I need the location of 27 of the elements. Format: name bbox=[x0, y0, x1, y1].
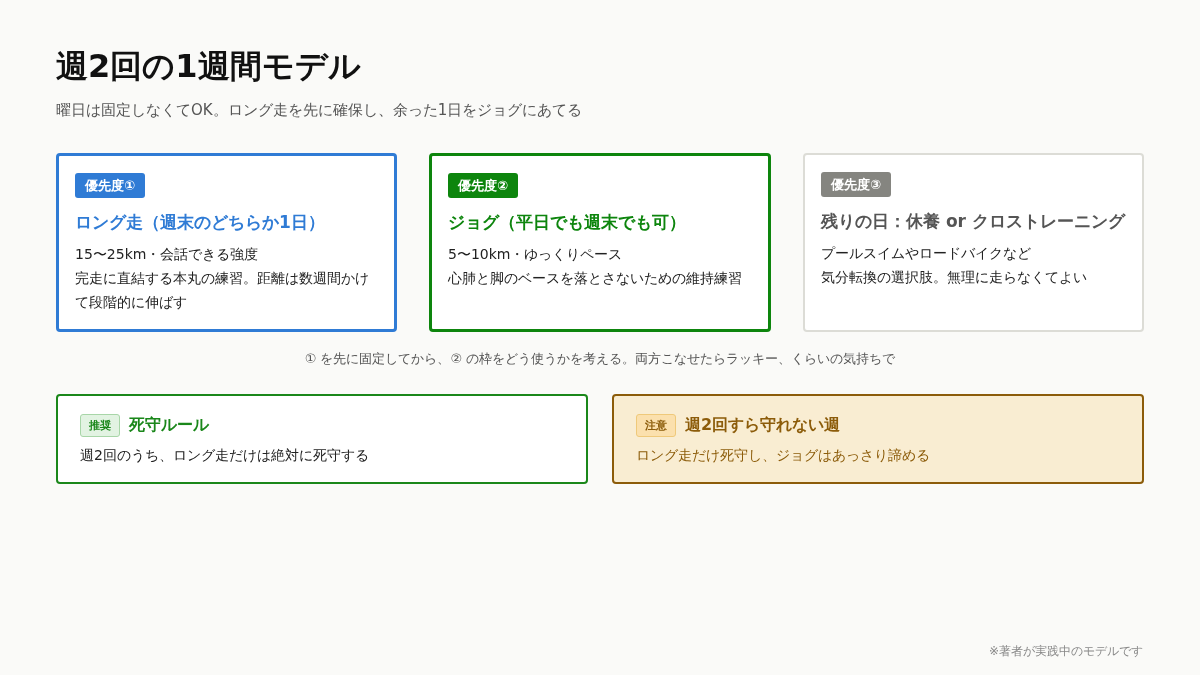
priority-badge: 優先度③ bbox=[821, 172, 891, 197]
card-text: プールスイムやロードバイクなど bbox=[821, 244, 1032, 263]
footnote: ※著者が実践中のモデルです bbox=[988, 643, 1143, 660]
tag-badge: 注意 bbox=[636, 413, 676, 437]
card-text: 5〜10km・ゆっくりペース bbox=[448, 245, 624, 264]
card-text: 週2回のうち、ロング走だけは絶対に死守する bbox=[80, 446, 370, 465]
card bbox=[429, 153, 771, 332]
subtitle: 曜日は固定しなくてOK。ロング走を先に確保し、余った1日をジョグにあてる bbox=[56, 100, 583, 121]
rule-card bbox=[56, 394, 588, 484]
card-text: 気分転換の選択肢。無理に走らなくてよい bbox=[821, 268, 1088, 287]
card-heading: ロング走（週末のどちらか1日） bbox=[75, 211, 326, 234]
card bbox=[56, 153, 397, 332]
card-text: 15〜25km・会話できる強度 bbox=[75, 245, 260, 264]
card-text: 完走に直結する本丸の練習。距離は数週間かけて段階的に伸ばす bbox=[75, 269, 370, 312]
card-heading: 残りの日：休養 or クロストレーニング bbox=[821, 210, 1126, 233]
tag-badge: 推奨 bbox=[80, 413, 120, 437]
card-heading: ジョグ（平日でも週末でも可） bbox=[448, 211, 687, 234]
card-heading: 週2回すら守れない週 bbox=[685, 414, 841, 436]
card-text: ロング走だけ死守し、ジョグはあっさり諦める bbox=[636, 446, 931, 465]
priority-badge: 優先度① bbox=[75, 173, 145, 198]
note-text: ① を先に固定してから、② の枠をどう使うかを考える。両方こなせたらラッキー、くらいの気持ちで bbox=[303, 350, 897, 368]
card-heading: 死守ルール bbox=[129, 414, 209, 436]
card bbox=[803, 153, 1144, 332]
page-title: 週2回の1週間モデル bbox=[56, 46, 361, 86]
card-text: 心肺と脚のベースを落とさないための維持練習 bbox=[448, 269, 743, 288]
priority-badge: 優先度② bbox=[448, 173, 518, 198]
warning-card bbox=[612, 394, 1144, 484]
